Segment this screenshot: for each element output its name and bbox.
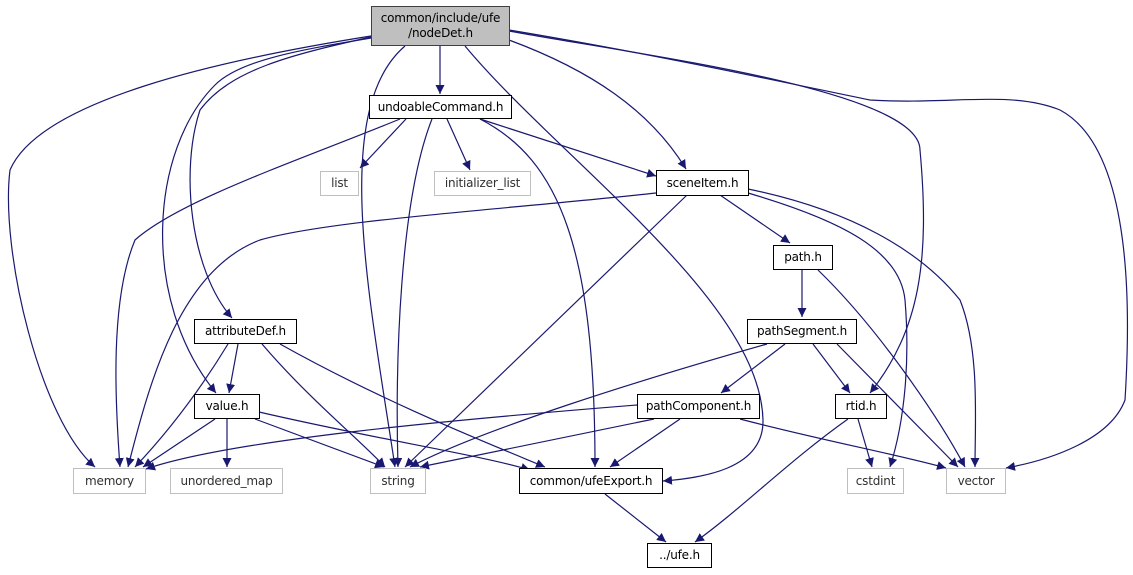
edge-value-to-ufeExport: [258, 411, 531, 472]
node-sceneitem-h[interactable]: sceneItem.h: [656, 170, 749, 196]
node-ufeexport-h[interactable]: common/ufeExport.h: [519, 468, 663, 494]
node-string[interactable]: string: [370, 468, 426, 494]
node-undoablecommand-h[interactable]: undoableCommand.h: [369, 95, 512, 119]
edge-attributeDef-to-ufeExport: [279, 343, 546, 468]
edge-pathSegment-to-string: [409, 343, 768, 468]
node-value-h[interactable]: value.h: [194, 394, 260, 419]
edge-nodeDet-to-value: [162, 37, 372, 394]
edge-sceneItem-to-path: [719, 194, 791, 244]
node-memory[interactable]: memory: [73, 468, 146, 494]
edge-nodeDet-to-vector: [508, 29, 1129, 471]
node-list[interactable]: list: [320, 171, 359, 196]
edge-value-to-memory: [142, 418, 216, 468]
edge-undoableCommand-to-ufeExport: [479, 118, 600, 468]
node-rtid-h[interactable]: rtid.h: [835, 394, 887, 419]
edge-undoableCommand-to-list: [359, 118, 407, 169]
edge-ufeExport-to-ufe: [604, 493, 667, 543]
edge-pathComponent-to-ufeExport: [609, 418, 681, 468]
node-pathsegment-h[interactable]: pathSegment.h: [747, 319, 857, 344]
node-pathcomponent-h[interactable]: pathComponent.h: [637, 394, 760, 419]
edge-pathComponent-to-string: [419, 418, 655, 470]
edge-rtid-to-ufe: [694, 418, 849, 543]
edge-undoableCommand-to-initializer_list: [446, 118, 471, 171]
edge-pathSegment-to-pathComponent: [720, 343, 786, 394]
edge-nodeDet-to-attributeDef: [189, 36, 372, 319]
edge-pathSegment-to-rtid: [812, 343, 851, 394]
edge-nodeDet-to-ufeExport: [464, 45, 764, 485]
edge-undoableCommand-to-memory: [114, 118, 401, 468]
node-initializer-list[interactable]: initializer_list: [434, 171, 531, 196]
node-nodedet-h[interactable]: common/include/ufe /nodeDet.h: [371, 6, 510, 46]
edge-undoableCommand-to-sceneItem: [479, 118, 657, 178]
edge-nodeDet-to-sceneItem: [508, 39, 687, 170]
edge-rtid-to-cstdint: [857, 418, 874, 468]
edge-sceneItem-to-memory: [125, 192, 657, 468]
node-attributedef-h[interactable]: attributeDef.h: [194, 319, 297, 344]
node-ufe-h[interactable]: ../ufe.h: [647, 543, 712, 568]
edge-nodeDet-to-rtid: [508, 30, 925, 394]
node-path-h[interactable]: path.h: [773, 245, 833, 270]
edge-pathComponent-to-memory: [145, 404, 638, 471]
node-unordered-map[interactable]: unordered_map: [170, 468, 283, 494]
edge-attributeDef-to-value: [226, 343, 239, 394]
edge-sceneItem-to-vector: [747, 188, 980, 468]
node-vector[interactable]: vector: [946, 468, 1006, 494]
edge-path-to-vector: [817, 269, 966, 468]
edge-pathSegment-to-vector: [836, 343, 959, 468]
edge-sceneItem-to-cstdint: [747, 192, 908, 468]
node-cstdint[interactable]: cstdint: [847, 468, 904, 494]
edge-attributeDef-to-memory: [134, 343, 229, 468]
edge-nodeDet-to-memory: [7, 35, 372, 468]
edge-undoableCommand-to-string: [393, 118, 433, 468]
edge-pathComponent-to-vector: [739, 418, 947, 470]
edge-attributeDef-to-string: [261, 343, 386, 468]
edge-value-to-string: [254, 418, 385, 469]
